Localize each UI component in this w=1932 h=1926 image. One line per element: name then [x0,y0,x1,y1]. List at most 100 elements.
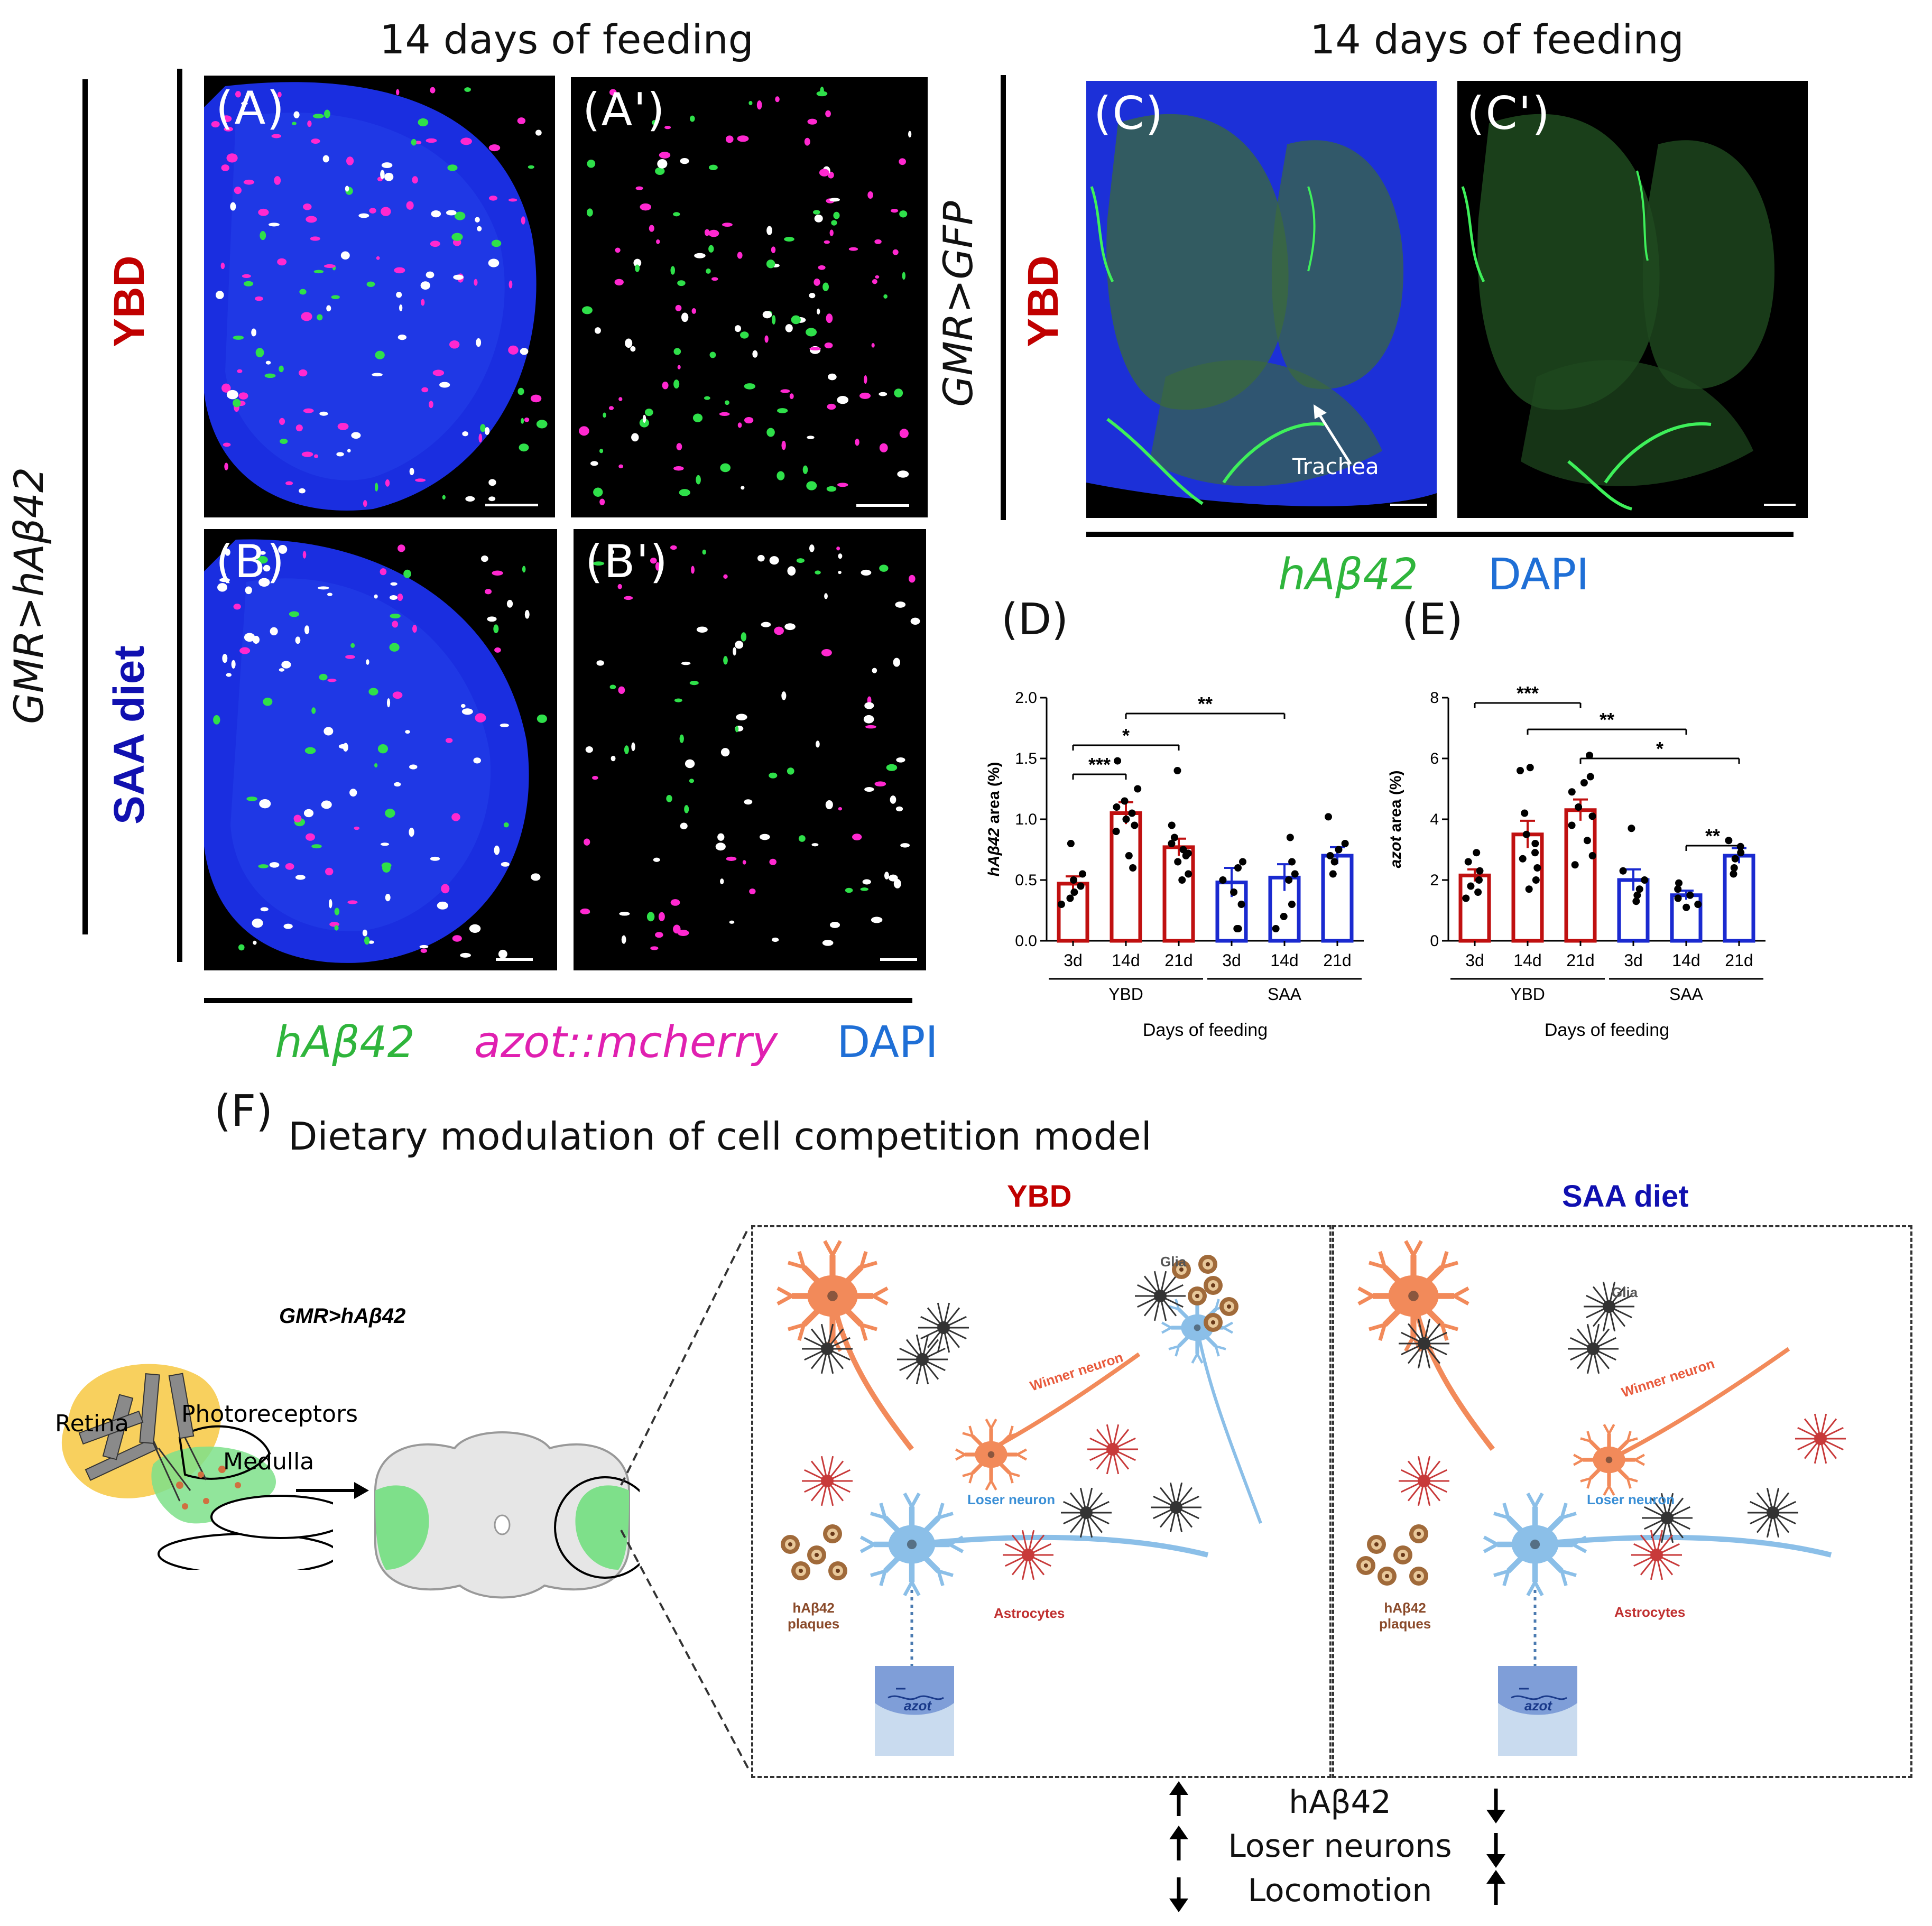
plaque-icon [823,1524,842,1543]
puncta [908,131,912,138]
puncta [331,295,340,299]
micrograph-C-prime-image [1461,114,1774,511]
puncta [757,554,765,562]
brain-schematic [374,1431,640,1599]
puncta [285,481,293,486]
puncta [845,887,853,893]
bar [1458,873,1491,943]
puncta [655,562,660,571]
label-medulla: Medulla [223,1448,315,1475]
puncta [855,438,859,446]
data-point [1674,894,1682,902]
puncta [673,379,680,389]
puncta [740,331,749,339]
puncta [825,110,831,117]
puncta [255,296,263,301]
puncta [596,660,604,666]
puncta [439,382,450,388]
glia-icon [1748,1487,1798,1538]
puncta [715,842,726,851]
puncta [374,763,378,768]
puncta [691,566,695,574]
puncta [238,944,245,951]
label-loser-neuron: Loser neuron [1587,1492,1675,1507]
puncta [890,795,896,804]
header-left: 14 days of feeding [380,16,754,63]
puncta [696,475,701,485]
puncta [787,767,794,775]
puncta [441,884,450,894]
puncta [368,940,374,944]
data-point [1272,925,1280,932]
puncta [521,216,525,225]
plaque-icon [1204,1313,1223,1332]
puncta [769,858,777,865]
puncta [735,641,744,649]
puncta [385,479,390,487]
puncta [829,198,840,202]
puncta [244,281,254,286]
puncta [673,348,681,355]
puncta [720,748,730,757]
puncta [694,253,706,258]
significance-label: ** [1600,709,1614,730]
puncta [488,496,496,502]
puncta [725,135,734,143]
data-point [1170,834,1178,841]
data-point [1531,840,1539,847]
puncta [278,545,288,554]
plaque-icon [1409,1524,1428,1543]
group-label: YBD [1108,985,1143,1004]
puncta [345,186,349,192]
puncta [372,373,383,377]
puncta [910,617,920,625]
puncta [311,844,322,849]
y-axis-label: hAβ42 area (%) [985,762,1003,876]
puncta [238,392,248,400]
data-point [1078,870,1086,878]
micrograph-A-prime: (A') [571,77,928,517]
panel-label-C: (C) [1094,87,1164,140]
puncta [405,730,410,734]
puncta [223,442,231,447]
puncta [475,217,480,223]
data-point [1730,864,1738,872]
puncta [871,916,883,923]
puncta [426,138,437,143]
puncta [886,764,898,771]
legend-blue: DAPI [837,1017,938,1068]
loser-neuron-icon [1483,1492,1587,1597]
puncta [689,779,695,783]
data-point [1683,903,1690,911]
x-axis-label: Days of feeding [1143,1020,1268,1040]
puncta [681,661,691,665]
puncta [902,272,906,280]
significance-label: ** [1705,825,1720,847]
bar [1564,808,1597,943]
summary-arrows [1169,1781,1505,1912]
bar [1723,854,1755,943]
puncta [657,159,668,169]
puncta [528,165,534,169]
puncta [775,96,780,103]
x-tick-label: 14d [1672,951,1700,970]
puncta [867,191,873,199]
puncta [704,396,710,400]
header-right: 14 days of feeding [1310,16,1684,63]
puncta [358,213,369,218]
puncta [226,673,232,677]
puncta [469,924,481,933]
data-point [1330,858,1338,866]
data-point [1185,870,1193,878]
puncta [807,118,817,125]
puncta [777,408,788,413]
micrograph-C-image [1086,81,1437,506]
x-axis-label: Days of feeding [1545,1020,1669,1040]
puncta [653,857,660,862]
puncta [896,757,905,763]
puncta [719,412,730,416]
puncta [717,833,725,841]
data-point [1329,870,1337,878]
label-photoreceptors: Photoreceptors [181,1401,358,1428]
puncta [735,726,739,733]
